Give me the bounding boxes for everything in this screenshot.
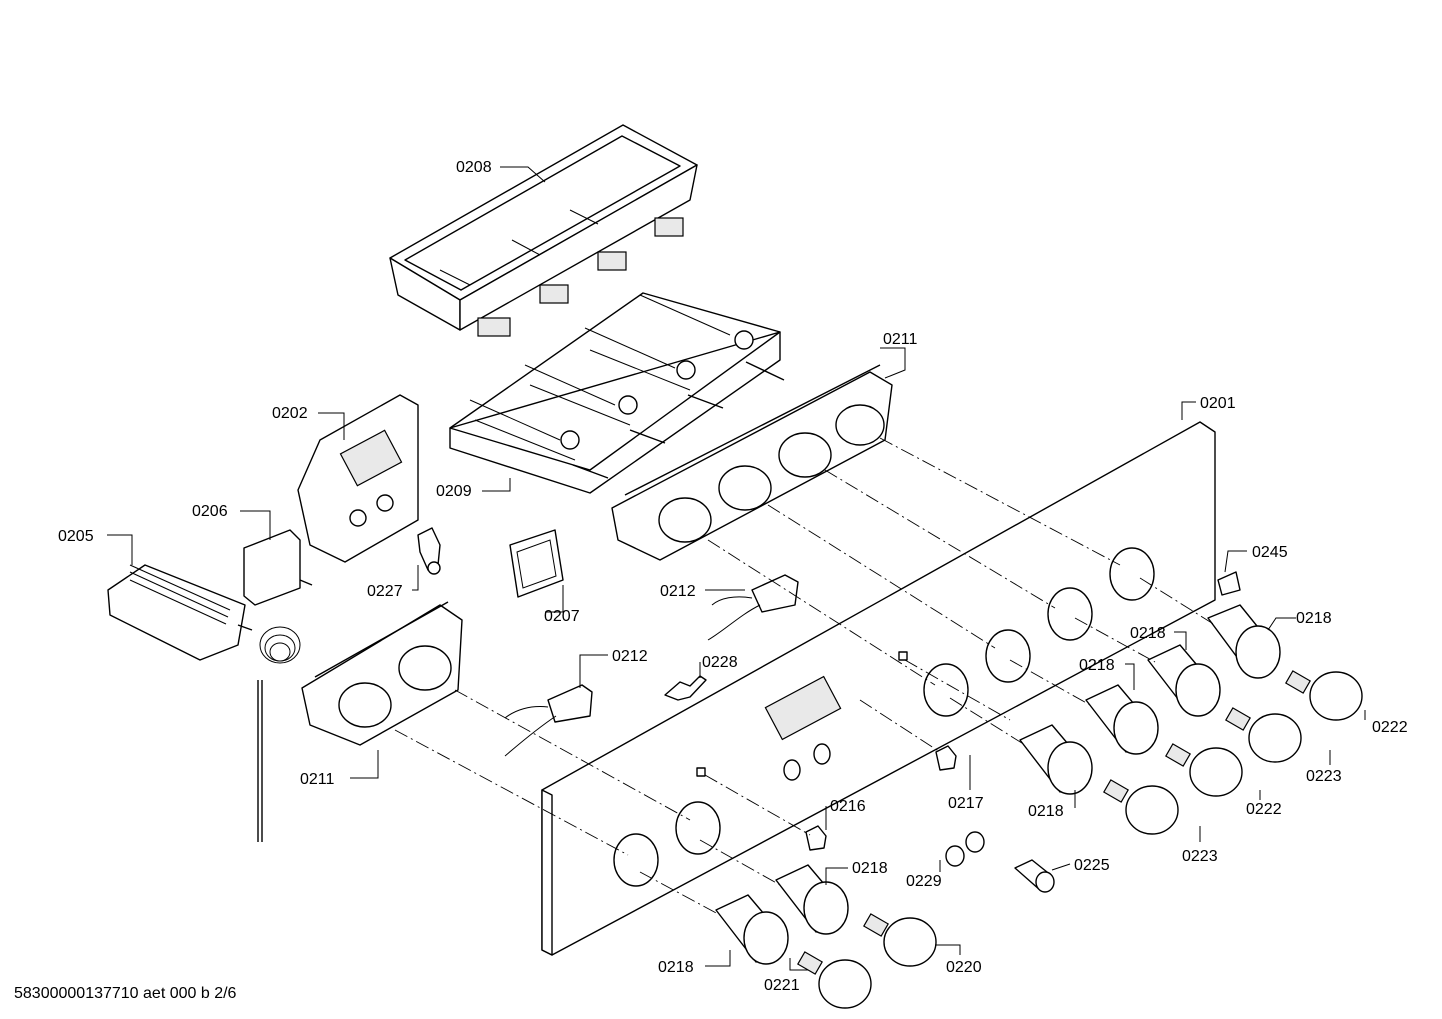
callout-0201: 0201 (1200, 395, 1236, 412)
drawing-id: 58300000137710 aet 000 b 2/6 (14, 985, 237, 1002)
knob-0223-a (1225, 707, 1302, 763)
knob-0218-e (775, 864, 849, 935)
part-small-knobs (797, 670, 1363, 1009)
knob-0218-f (715, 894, 789, 965)
callout-0211-lower: 0211 (300, 771, 335, 788)
callout-0218-c: 0218 (1079, 657, 1115, 674)
part-0211-lower-knob-holder (301, 601, 463, 746)
callout-0223-b: 0223 (1182, 848, 1218, 865)
part-0211-upper-knob-holder (611, 364, 893, 561)
callout-0218-a: 0218 (1296, 610, 1332, 627)
callout-labels: 0208 0211 0201 0202 0209 0206 0205 0227 … (58, 159, 1408, 994)
knob-0222-b (1165, 743, 1243, 797)
knob-0222-a (1285, 670, 1363, 721)
part-0207-frame (509, 529, 564, 598)
knob-0223-b (1103, 779, 1179, 835)
callout-0228: 0228 (702, 654, 738, 671)
part-0225 (1014, 859, 1055, 893)
leader-lines (107, 166, 1366, 971)
part-0216 (805, 825, 827, 851)
knob-0218-b (1147, 644, 1221, 717)
callout-0229: 0229 (906, 873, 942, 890)
part-0212-lower-harness (504, 684, 593, 757)
callout-0225: 0225 (1074, 857, 1110, 874)
callout-0206: 0206 (192, 503, 228, 520)
knob-0218-a (1207, 604, 1281, 679)
callout-0212-upper: 0212 (660, 583, 696, 600)
callout-0220: 0220 (946, 959, 982, 976)
part-0209-switch-rail (449, 292, 785, 494)
callout-0217: 0217 (948, 795, 984, 812)
part-0202-clock-module (297, 394, 419, 563)
part-0206-thermostat (243, 529, 313, 842)
part-0208-tray (389, 124, 698, 337)
callout-0227: 0227 (367, 583, 403, 600)
part-0245-trim (1217, 571, 1241, 596)
part-0228-small-clip (664, 675, 707, 701)
part-0227-clip (417, 527, 441, 575)
callout-0207: 0207 (544, 608, 580, 625)
callout-0223-a: 0223 (1306, 768, 1342, 785)
part-0201-control-panel (541, 421, 1216, 956)
part-0205-selector-switch (107, 564, 253, 661)
knob-0221 (797, 951, 872, 1009)
callout-0222-b: 0222 (1246, 801, 1282, 818)
part-0229 (945, 831, 985, 867)
knob-0220 (863, 913, 937, 967)
knob-0218-c (1085, 684, 1159, 755)
knob-0218-d (1019, 724, 1093, 795)
callout-0208: 0208 (456, 159, 492, 176)
callout-0212-lower: 0212 (612, 648, 648, 665)
callout-0209: 0209 (436, 483, 472, 500)
callout-0211-upper: 0211 (883, 331, 918, 348)
part-0212-upper-harness (707, 574, 799, 641)
part-0218-knobs (715, 604, 1281, 965)
callout-0221: 0221 (764, 977, 800, 994)
assembly-lines (394, 437, 1216, 916)
callout-0202: 0202 (272, 405, 308, 422)
part-0217 (935, 745, 957, 771)
callout-0245: 0245 (1252, 544, 1288, 561)
callout-0216: 0216 (830, 798, 866, 815)
callout-0222-a: 0222 (1372, 719, 1408, 736)
callout-0218-d: 0218 (1028, 803, 1064, 820)
callout-0205: 0205 (58, 528, 94, 545)
callout-0218-b: 0218 (1130, 625, 1166, 642)
callout-0218-f: 0218 (658, 959, 694, 976)
callout-0218-e: 0218 (852, 860, 888, 877)
